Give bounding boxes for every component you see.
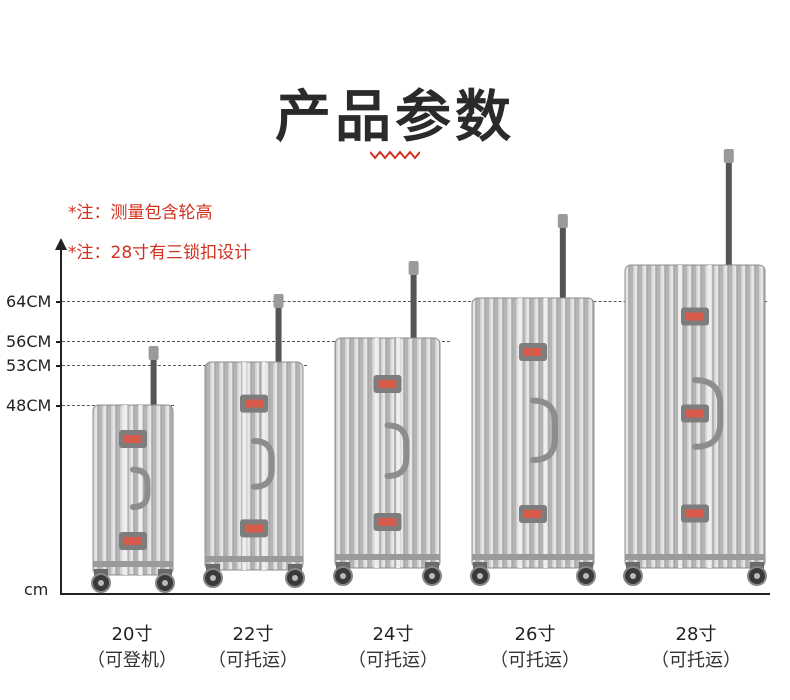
page-title: 产品参数 — [275, 85, 515, 150]
trolley-handle-24 — [410, 265, 417, 342]
height-tick-53 — [56, 365, 62, 367]
carry-handle-22 — [251, 438, 275, 490]
handle-grip-24 — [408, 261, 419, 275]
trolley-handle-26 — [559, 218, 566, 302]
carry-handle-20 — [130, 466, 151, 510]
type-label-28: （可托运） — [651, 650, 741, 671]
height-label-53: 53CM — [6, 356, 52, 375]
height-tick-56 — [56, 341, 62, 343]
type-label-26: （可托运） — [490, 650, 580, 671]
size-label-26: 26寸 — [514, 624, 556, 645]
suitcase-body-24 — [334, 337, 441, 569]
carry-handle-26 — [530, 397, 558, 463]
size-label-28: 28寸 — [675, 624, 717, 645]
height-tick-64 — [56, 301, 62, 303]
unit-label: cm — [24, 580, 49, 599]
y-axis-arrow — [55, 238, 67, 250]
height-tick-48 — [56, 405, 62, 407]
suitcase-body-26 — [471, 297, 595, 569]
note-wheel-height: *注：测量包含轮高 — [68, 203, 213, 223]
type-label-22: （可托运） — [208, 650, 298, 671]
size-label-22: 22寸 — [232, 624, 274, 645]
suitcase-body-22 — [204, 361, 304, 571]
type-label-24: （可托运） — [348, 650, 438, 671]
trolley-handle-22 — [275, 298, 282, 366]
carry-handle-24 — [384, 422, 410, 479]
height-label-56: 56CM — [6, 332, 52, 351]
trolley-handle-20 — [150, 350, 157, 409]
handle-grip-28 — [723, 149, 734, 163]
size-label-20: 20寸 — [111, 624, 153, 645]
y-axis — [60, 248, 62, 594]
handle-grip-22 — [273, 294, 284, 308]
title-zigzag-decoration — [370, 150, 420, 160]
height-label-64: 64CM — [6, 292, 52, 311]
height-line-56 — [62, 341, 450, 342]
size-label-24: 24寸 — [372, 624, 414, 645]
carry-handle-28 — [692, 377, 724, 450]
type-label-20: （可登机） — [87, 650, 177, 671]
handle-grip-26 — [557, 214, 568, 228]
note-three-locks: *注：28寸有三锁扣设计 — [68, 243, 252, 263]
height-line-53 — [62, 365, 307, 366]
suitcase-body-20 — [92, 404, 174, 576]
trolley-handle-28 — [725, 153, 732, 269]
height-label-48: 48CM — [6, 396, 52, 415]
x-axis — [60, 593, 770, 595]
handle-grip-20 — [148, 346, 159, 360]
